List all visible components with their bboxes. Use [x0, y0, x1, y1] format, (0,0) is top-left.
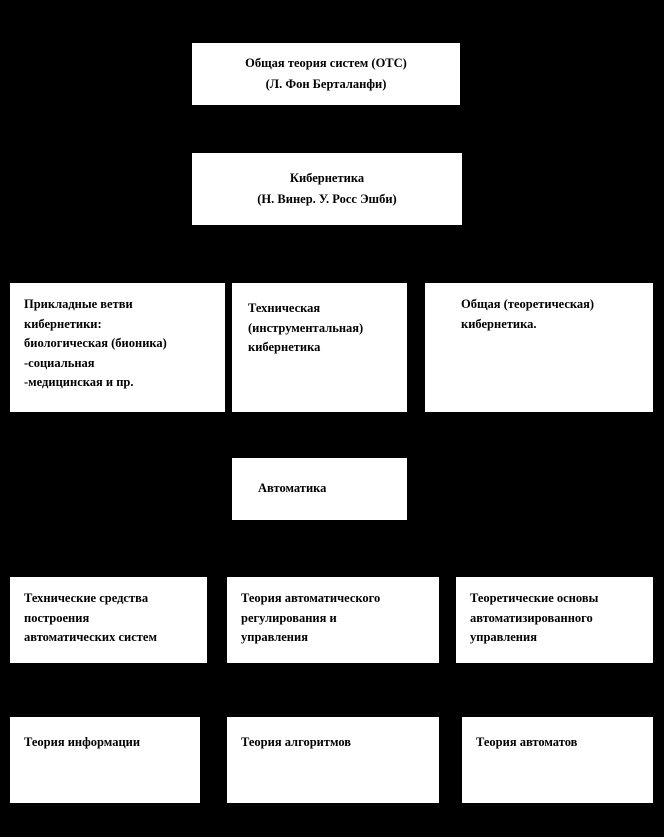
node-cybernetics: Кибернетика (Н. Винер. У. Росс Эшби) — [192, 153, 462, 225]
node-technical-cybernetics: Техническая (инструментальная) кибернети… — [232, 283, 407, 412]
node-applied-branches: Прикладные ветви кибернетики: биологичес… — [10, 283, 225, 412]
node-automata-theory: Теория автоматов — [462, 717, 653, 803]
node-technical-means: Технические средства построения автомати… — [10, 577, 207, 663]
node-general-cybernetics: Общая (теоретическая) кибернетика. — [425, 283, 653, 412]
node-automatic-control-theory: Теория автоматического регулирования и у… — [227, 577, 439, 663]
node-general-systems-theory: Общая теория систем (ОТС) (Л. Фон Бертал… — [192, 43, 460, 105]
node-information-theory: Теория информации — [10, 717, 200, 803]
node-algorithms-theory: Теория алгоритмов — [227, 717, 439, 803]
node-automated-control-foundations: Теоретические основы автоматизированного… — [456, 577, 653, 663]
node-automatics: Автоматика — [232, 458, 407, 520]
